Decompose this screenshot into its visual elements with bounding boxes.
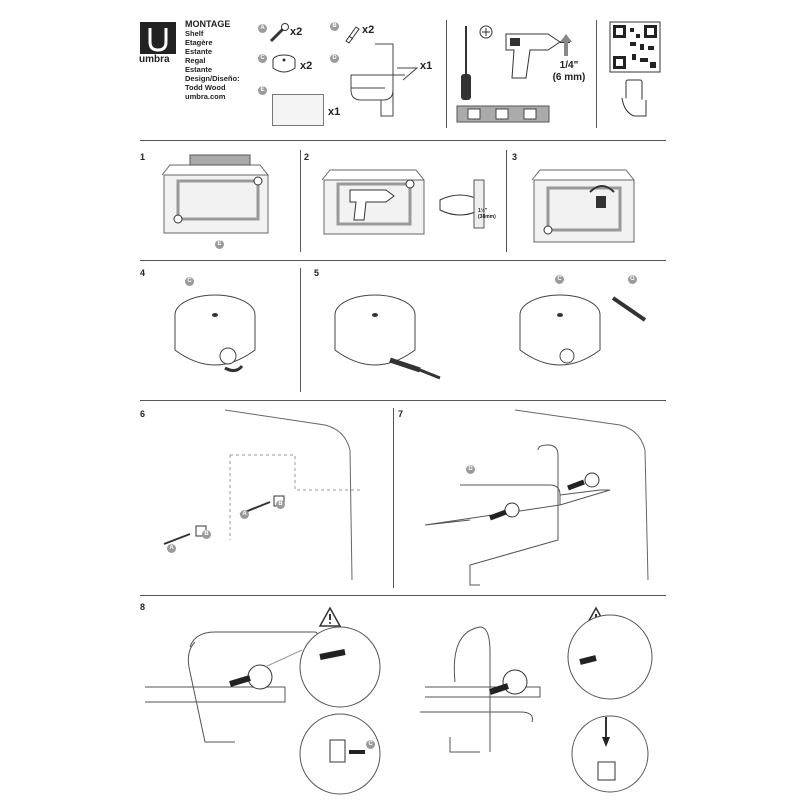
part-badge-b: B [330, 22, 339, 31]
callout-b: B [202, 530, 211, 539]
callout-g: G [628, 275, 637, 284]
callout-b: B [276, 500, 285, 509]
step3-illustration [531, 169, 635, 243]
part-qty-c: x2 [300, 60, 313, 72]
step-number: 7 [398, 409, 404, 419]
umbra-logo-mark [140, 22, 176, 54]
divider-header-2 [596, 20, 597, 128]
divider-row1 [140, 260, 666, 261]
screw-icon [269, 23, 289, 43]
phillips-tip-icon [479, 25, 493, 39]
step-number: 2 [304, 152, 310, 162]
doc-title: MONTAGE [185, 19, 231, 29]
divider-header-1 [446, 20, 447, 128]
divider-step23 [506, 150, 507, 252]
callout-c: C [555, 275, 564, 284]
title-line: umbra.com [185, 92, 226, 101]
qr-code-icon[interactable] [609, 21, 661, 73]
step4-illustration [174, 294, 256, 373]
arrow-up-icon [560, 34, 572, 56]
part-qty-d: x1 [420, 60, 433, 72]
drill-size-inch: 1/4" [559, 60, 579, 71]
drill-depth: 1½" (38mm) [478, 208, 496, 220]
drill-size-mm: (6 mm) [552, 72, 586, 83]
step-number: 4 [140, 268, 146, 278]
step7-illustration [424, 409, 649, 586]
bracket-cap-icon [272, 54, 296, 73]
title-line: Todd Wood [185, 83, 226, 92]
level-icon [456, 105, 550, 123]
title-line: Estante [185, 65, 213, 74]
title-line: Regal [185, 56, 206, 65]
divider-step45 [300, 268, 301, 392]
callout-a: A [240, 510, 249, 519]
divider-row3 [140, 595, 666, 596]
title-block: MONTAGE Shelf Etagère Estante Regal Esta… [185, 19, 240, 102]
divider-step12 [300, 150, 301, 252]
part-qty-b: x2 [362, 24, 375, 36]
step-number: 3 [512, 152, 518, 162]
title-line: Shelf [185, 29, 204, 38]
part-qty-a: x2 [290, 26, 303, 38]
drill-size: 1/4" (6 mm) [548, 60, 590, 84]
title-line: Design/Diseño: [185, 74, 240, 83]
part-badge-d: D [330, 54, 339, 63]
callout-d: D [466, 465, 475, 474]
step8-illustration-right [420, 614, 653, 793]
step8-illustration-left [145, 626, 381, 795]
step-number: 5 [314, 268, 320, 278]
brand-name: umbra [139, 54, 170, 65]
callout-e: E [215, 240, 224, 249]
template-sheet [272, 94, 324, 126]
divider-step67 [393, 408, 394, 588]
callout-c: C [185, 277, 194, 286]
drill-depth-mm: (38mm) [478, 214, 496, 220]
warning-icon [318, 606, 342, 627]
shelf-bracket-icon [350, 43, 419, 117]
title-line: Estante [185, 47, 213, 56]
part-badge-a: A [258, 24, 267, 33]
step-number: 1 [140, 152, 146, 162]
part-qty-e: x1 [328, 106, 341, 118]
step2-illustration [321, 169, 485, 235]
part-badge-e: E [258, 86, 267, 95]
step-number: 6 [140, 409, 146, 419]
callout-c: C [366, 740, 375, 749]
part-badge-c: C [258, 54, 267, 63]
divider-row2 [140, 400, 666, 401]
callout-a: A [167, 544, 176, 553]
step1-illustration [161, 154, 269, 234]
divider-header [140, 140, 666, 141]
step-number: 8 [140, 602, 146, 612]
wall-anchor-icon [345, 26, 360, 44]
step6-illustration [163, 409, 360, 581]
title-line: Etagère [185, 38, 213, 47]
drill-depth-inch: 1½" [478, 208, 488, 214]
phone-hand-icon [621, 79, 647, 117]
screwdriver-icon [461, 26, 471, 100]
step5-illustration-a [334, 294, 441, 380]
step5-illustration-b [519, 294, 647, 366]
